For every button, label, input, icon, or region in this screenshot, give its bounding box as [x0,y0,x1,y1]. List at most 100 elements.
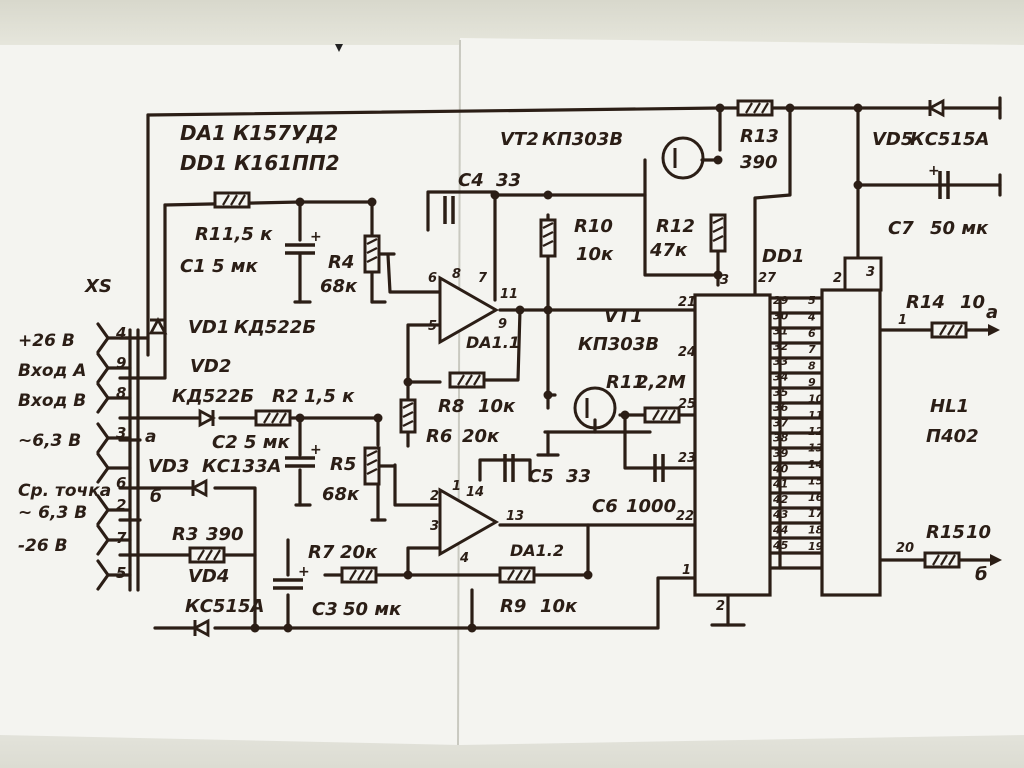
DD1-output-pin-number: 32 [773,340,789,353]
DD1-chip [693,293,772,597]
R7-resistor-hatch [349,569,357,581]
R12-potentiometer-hatch [712,235,724,242]
C7-value: 50 мк [930,218,989,239]
R14-resistor [930,321,968,339]
VD4-diode-triangle [192,618,210,638]
C1-capacitor-plus: + [310,229,322,245]
C2-ref: C2 [212,432,238,453]
C5-value: 33 [566,466,591,487]
VD1-diode [148,317,168,335]
mark-a-right: а [986,302,998,323]
HL1-pin-number: 17 [808,507,824,520]
R8-resistor-hatch [473,374,481,386]
R9-resistor [498,566,536,584]
R15-value: 10 [966,522,991,543]
R14-resistor-hatch [955,324,963,336]
junction-dot [583,570,593,580]
R4-ref: R4 [328,252,354,273]
R1-resistor-hatch [230,194,238,206]
HL1-indicator [820,288,882,597]
R6-resistor-hatch [402,420,414,427]
junction-dot [283,623,293,633]
connector-pin-number: 7 [116,529,127,547]
VT1-ref: VT1 [604,306,643,327]
C4-ref: C4 [458,170,484,191]
R10-resistor-hatch [542,240,554,247]
HL1-pin-number: 13 [808,442,824,455]
junction-dot [543,390,553,400]
HL1-pin-number: 18 [808,524,824,537]
HL1-pin-number: 10 [808,392,824,405]
mark-a-left: а [145,427,156,447]
DD1-output-pin-number: 36 [773,401,789,414]
junction-dot [250,623,260,633]
DD1-output-pin-number: 41 [772,478,788,491]
R9-ref: R9 [500,596,526,617]
junction-dot [543,305,553,315]
R7-resistor-hatch [357,569,365,581]
R12-value: 47к [649,240,688,261]
C1-value: 5 мк [212,256,259,277]
mark-b-right: б [975,564,988,585]
junction-dot [713,270,723,280]
R7-value: 20к [340,542,378,563]
junction-dot [467,623,477,633]
R8-resistor-hatch [465,374,473,386]
VD5-diode-triangle [927,98,945,118]
C6-capacitor [653,454,665,482]
R2-resistor-hatch [263,412,271,424]
wire [213,576,697,630]
C3-value: 50 мк [343,599,402,620]
R4-potentiometer-body [363,234,381,274]
HL1-pin-number: 7 [808,343,816,356]
VD3-diode-triangle [190,478,208,498]
R7-resistor-hatch [365,569,373,581]
DD1-output-pin-number: 34 [773,371,788,384]
R12-potentiometer [709,213,727,253]
R1-resistor [213,191,251,209]
wire [393,463,442,507]
DD1-output-pin-number: 30 [773,309,789,322]
R11-resistor-hatch [652,409,660,421]
R8-resistor [448,371,486,389]
connector-pin-label: Вход А [18,361,86,381]
R1-resistor-hatch [238,194,246,206]
VT2-type: КП303В [542,129,623,150]
R12-potentiometer-hatch [712,226,724,233]
C3-ref: C3 [312,599,338,620]
R5-ref: R5 [330,454,356,475]
junction-dot [403,570,413,580]
connector-pin-label: +26 В [18,331,75,351]
wire [426,190,497,302]
junction-dot [373,413,383,423]
R14-resistor-hatch [939,324,947,336]
DD1-output-pin-number: 35 [773,386,789,399]
R1-resistor-hatch [222,194,230,206]
R8-ref: R8 [438,396,464,417]
wire [213,486,257,630]
DA1.1-pin-number: 8 [452,267,461,282]
HL1-pin-number: 15 [808,474,824,487]
corner-mark [335,44,343,52]
HL1-pin-number: 12 [808,425,824,438]
connector-pin-label: Ср. точка [18,481,111,501]
DA1.1-pin-number: 5 [428,319,437,334]
VD3-type: КС133А [202,456,281,477]
HL1-pin-number: 1 [898,313,907,328]
R5-potentiometer-hatch [366,468,378,475]
VT1-transistor [573,386,617,430]
R13-value: 390 [740,152,778,173]
junction-dot [490,190,500,200]
wire [118,203,167,380]
DD1-output-pin-number: 42 [772,493,789,506]
DA1.1-ref: DA1.1 [466,333,520,352]
R5-potentiometer-hatch [366,450,378,457]
DA1.1-pin-number: 11 [500,287,518,302]
DD1-pin-number: 24 [678,345,696,360]
DD1-output-pin-number: 33 [773,355,789,368]
VD3-ref: VD3 [148,456,189,477]
R5-potentiometer-hatch [366,459,378,466]
C7-capacitor [938,171,950,199]
R13-resistor [736,99,774,117]
